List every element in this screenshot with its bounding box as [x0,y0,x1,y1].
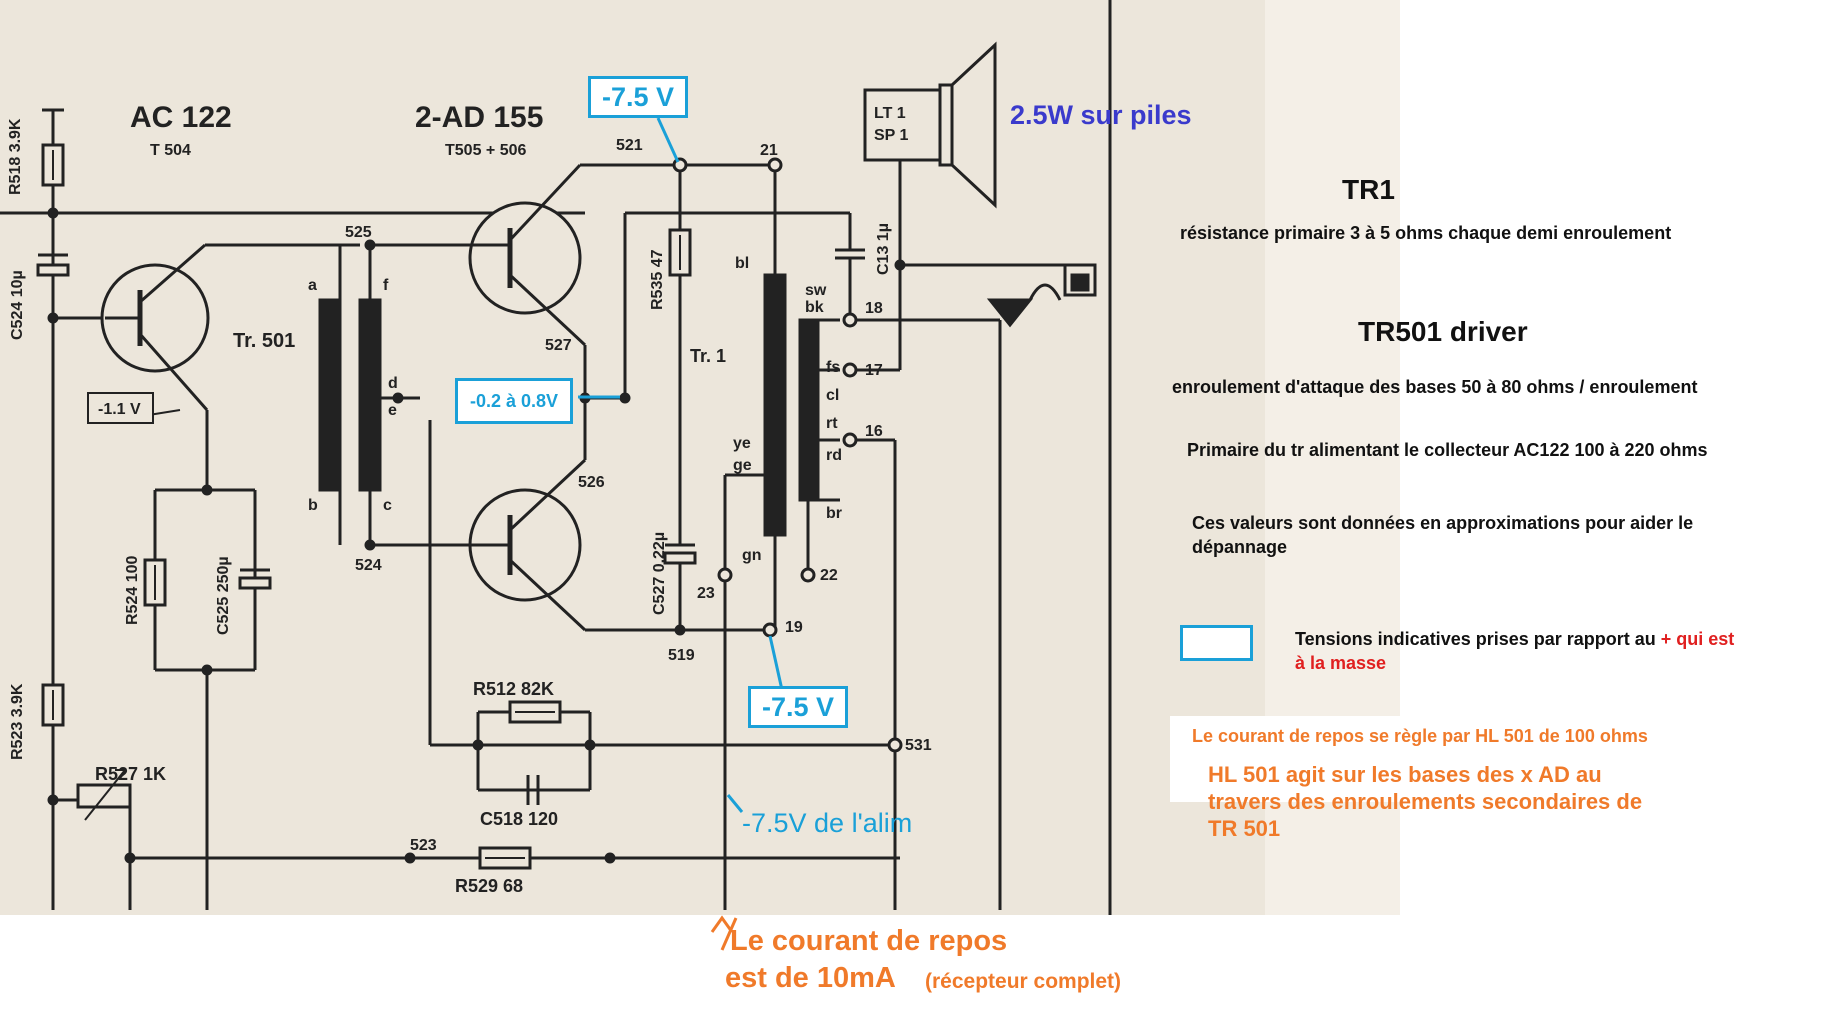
pin-c: c [383,497,392,514]
pin-bk: bk [805,299,824,316]
pin-sw: sw [805,282,827,299]
node-523: 523 [410,837,437,854]
node-524: 524 [355,557,382,574]
schematic-paper [0,0,1265,915]
pin-rt: rt [826,415,838,432]
c527-label: C527 0.22µ [651,532,668,615]
power-label: 2.5W sur piles [1010,100,1192,130]
ad155-upper-transistor [445,163,680,398]
pin-gn: gn [742,547,762,564]
r527-label: R527 1K [95,764,166,784]
voltage-box-bases: -0.2 à 0.8V [455,378,573,424]
ac122-voltage: -1.1 V [98,401,141,418]
voltage-leaders [578,117,784,813]
tr501-title: TR501 driver [1358,316,1528,347]
pin-f: f [383,277,389,294]
ac122-voltage-box: -1.1 V [87,392,154,424]
voltage-box-top: -7.5 V [588,76,688,118]
alim-label: -7.5V de l'alim [742,808,913,838]
ac122-transistor [100,243,360,496]
tr1-title: TR1 [1342,174,1395,205]
schematic-text: AC 122 T 504 2-AD 155 T505 + 506 Tr. 501… [7,101,932,896]
pin-br: br [826,505,842,522]
tr501-transformer [318,239,470,747]
pin-e: e [388,402,397,419]
hl501-line2: travers des enroulements secondaires de [1208,789,1643,814]
r518-label: R518 3.9K [7,118,24,195]
node-18: 18 [865,300,883,317]
courant-arrow [710,915,738,951]
legend-box-swatch [1180,625,1253,661]
c13-label: C13 1µ [875,223,892,275]
node-22: 22 [820,567,838,584]
node-531: 531 [905,737,932,754]
speaker [863,41,997,209]
t505-label: T505 + 506 [445,142,527,159]
node-525: 525 [345,224,372,241]
pin-fs: fs [826,359,840,376]
ad155-label: 2-AD 155 [415,101,543,134]
ad155-lower-transistor [468,398,770,632]
r535-label: R535 47 [649,249,666,310]
legend-text-line2: à la masse [1295,653,1387,673]
pin-ge: ge [733,457,752,474]
hl501-line3: TR 501 [1208,816,1281,841]
legend-text-line1: Tensions indicatives prises par rapport … [1295,629,1734,650]
pin-b: b [308,497,318,514]
hl501-line1: HL 501 agit sur les bases des x AD au [1208,762,1602,787]
node-23: 23 [697,585,715,602]
pin-rd: rd [826,447,842,464]
tr1-label: Tr. 1 [690,346,726,366]
r527-potentiometer [76,769,900,910]
courant-line1: Le courant de repos [730,925,1008,957]
c518-label: C518 120 [480,809,558,829]
node-17: 17 [865,362,883,379]
legend-plus: + qui est [1660,629,1735,649]
pin-a: a [308,277,317,294]
r523-label: R523 3.9K [9,683,26,760]
ac122-emitter-network [143,488,272,910]
r524-label: R524 100 [124,556,141,625]
approx-note-line2: dépannage [1192,537,1288,557]
tr1-transformer [663,163,840,910]
repos-note-bg [1170,716,1695,802]
ac122-label: AC 122 [130,101,232,134]
left-rail [0,108,585,910]
pin-cl: cl [826,387,839,404]
node-16: 16 [865,423,883,440]
tr501-text-bases: enroulement d'attaque des bases 50 à 80 … [1172,377,1698,397]
tr1-text: résistance primaire 3 à 5 ohms chaque de… [1180,223,1672,243]
pin-d: d [388,375,398,392]
node-19: 19 [785,619,803,636]
courant-note: (récepteur complet) [925,970,1122,993]
pin-ye: ye [733,435,751,452]
node-521: 521 [616,137,643,154]
feedback-network [470,700,903,805]
courant-line2: est de 10mA [725,962,896,994]
legend-text-a: Tensions indicatives prises par rapport … [1295,629,1661,649]
tr501-label: Tr. 501 [233,330,295,352]
node-519: 519 [668,647,695,664]
speaker-label-1: LT 1 [874,105,906,122]
speaker-jack [986,0,1112,915]
node-527: 527 [545,337,572,354]
c525-label: C525 250µ [215,556,232,635]
c524-label: C524 10µ [9,270,26,340]
r512-label: R512 82K [473,679,554,699]
voltage-box-bottom: -7.5 V [748,686,848,728]
repos-hl-text: Le courant de repos se règle par HL 501 … [1192,726,1648,746]
speaker-label-2: SP 1 [874,127,909,144]
r529-label: R529 68 [455,876,523,896]
node-21: 21 [760,142,778,159]
approx-note-line1: Ces valeurs sont données en approximatio… [1192,513,1694,533]
c13-coupling [835,158,1082,910]
node-markers [672,157,858,638]
t504-label: T 504 [150,142,191,159]
node-526: 526 [578,474,605,491]
pin-bl: bl [735,255,749,272]
tr501-text-primary: Primaire du tr alimentant le collecteur … [1187,440,1708,460]
